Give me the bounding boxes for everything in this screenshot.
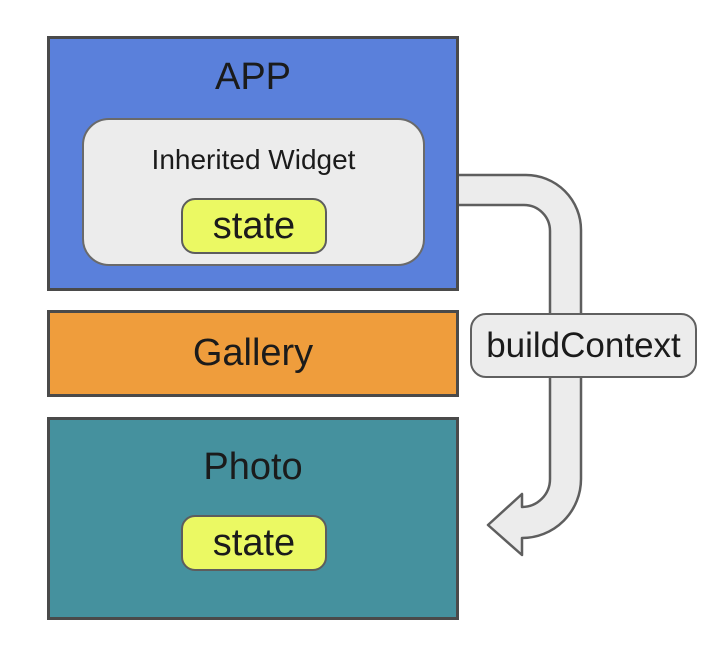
build-context-label: buildContext [470, 313, 697, 378]
photo-state-label: state [212, 522, 296, 564]
app-state-box: state [181, 198, 327, 254]
photo-state-box: state [181, 515, 327, 571]
photo-label: Photo [203, 446, 303, 488]
app-box: APP Inherited Widget state [47, 36, 459, 291]
app-state-label: state [212, 205, 296, 247]
gallery-label: Gallery [192, 332, 314, 374]
inherited-widget-box: Inherited Widget state [82, 118, 425, 266]
gallery-box: Gallery [47, 310, 459, 397]
photo-box: Photo state [47, 417, 459, 620]
inherited-widget-label: Inherited Widget [151, 144, 356, 175]
app-label: APP [214, 56, 292, 98]
